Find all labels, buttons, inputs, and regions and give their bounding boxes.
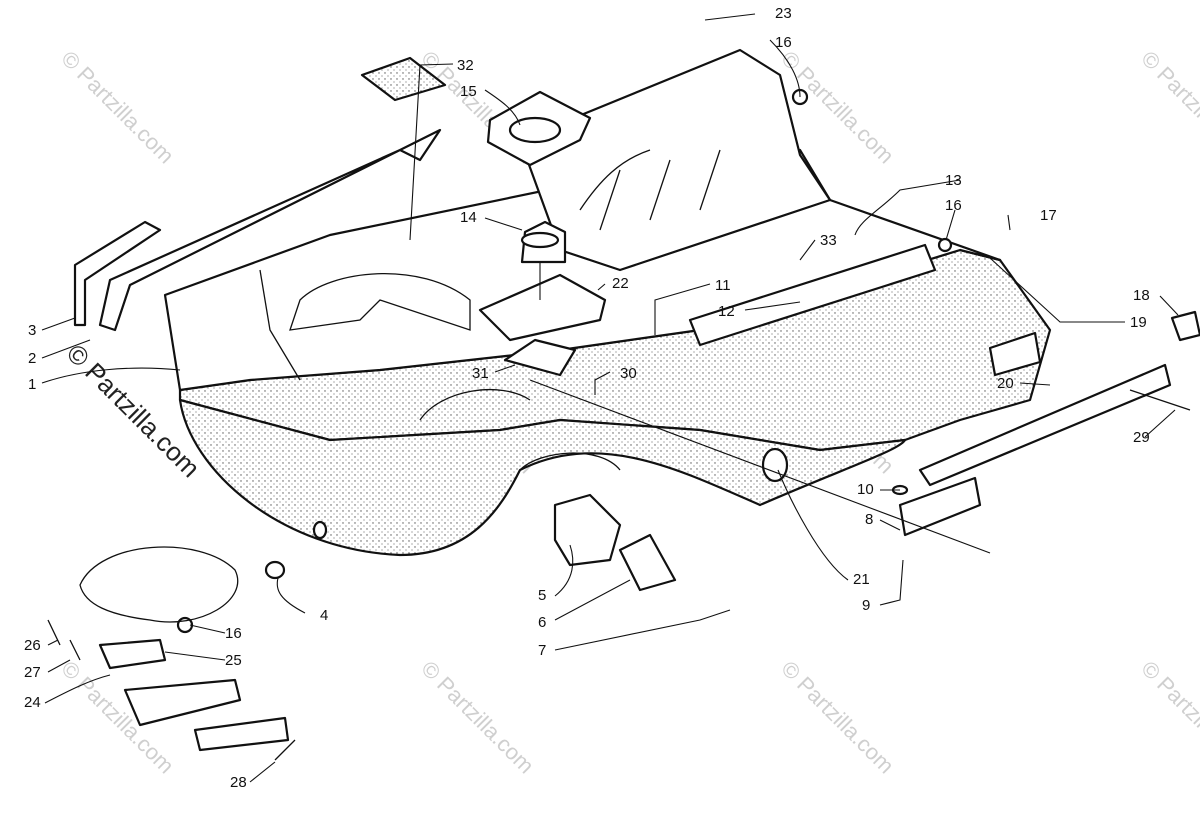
callout-21: 21: [853, 571, 870, 588]
callout-7: 7: [538, 642, 546, 659]
callout-4: 4: [320, 607, 328, 624]
trim-strips: [73, 128, 442, 332]
callout-16-top: 16: [775, 34, 792, 51]
callout-31: 31: [472, 365, 489, 382]
callout-8: 8: [865, 511, 873, 528]
callout-22: 22: [612, 275, 629, 292]
callout-2: 2: [28, 350, 36, 367]
watermark-text: © Partzilla.com: [416, 656, 539, 779]
callout-9: 9: [862, 597, 870, 614]
upper-panel: [518, 48, 1172, 487]
hardware: [47, 88, 1200, 761]
callout-33: 33: [820, 232, 837, 249]
callout-12: 12: [718, 303, 735, 320]
callout-15: 15: [460, 83, 477, 100]
callout-26: 26: [24, 637, 41, 654]
callout-20: 20: [997, 375, 1014, 392]
callout-24: 24: [24, 694, 41, 711]
leader-lines: [41, 13, 1179, 783]
callout-27: 27: [24, 664, 41, 681]
callout-23: 23: [775, 5, 792, 22]
watermark-text: © Partzilla.com: [1136, 46, 1200, 169]
callout-28: 28: [230, 774, 247, 791]
callout-16-left: 16: [225, 625, 242, 642]
callout-18: 18: [1133, 287, 1150, 304]
callout-25: 25: [225, 652, 242, 669]
callout-5: 5: [538, 587, 546, 604]
callout-1: 1: [28, 376, 36, 393]
callout-30: 30: [620, 365, 637, 382]
fuel-fill-parts: [360, 56, 607, 377]
callout-11: 11: [715, 277, 731, 294]
callout-17: 17: [1040, 207, 1057, 224]
callout-13: 13: [945, 172, 962, 189]
callout-14: 14: [460, 209, 477, 226]
watermark-text: © Partzilla.com: [1136, 656, 1200, 779]
callout-3: 3: [28, 322, 36, 339]
callout-labels: 1 2 3 4 5 6 7 8 9 10 11 12 13 14 15 16 1…: [24, 5, 1150, 791]
callout-19: 19: [1130, 314, 1147, 331]
callout-29: 29: [1133, 429, 1150, 446]
callout-32: 32: [457, 57, 474, 74]
callout-10: 10: [857, 481, 874, 498]
callout-6: 6: [538, 614, 546, 631]
watermark-text: © Partzilla.com: [56, 46, 179, 169]
callout-16-right: 16: [945, 197, 962, 214]
watermark-text: © Partzilla.com: [776, 656, 899, 779]
